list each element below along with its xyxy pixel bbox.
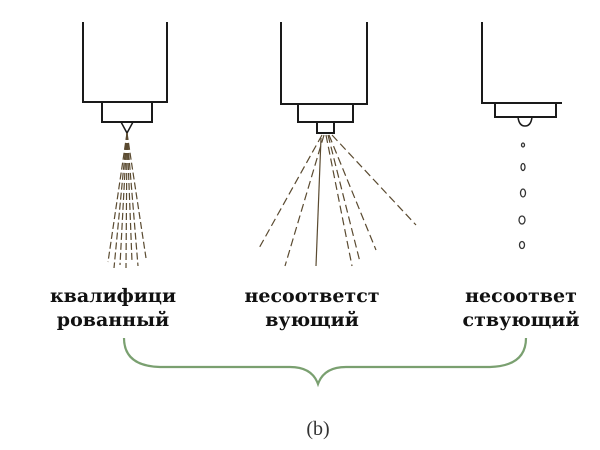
droplet xyxy=(518,215,526,225)
nozzle-body xyxy=(82,22,168,103)
label-nonconforming-drip: несоответ ствующий xyxy=(431,284,600,332)
nozzle-qualified xyxy=(82,22,168,135)
nozzle-tip xyxy=(494,103,557,118)
nozzle-orifice xyxy=(316,121,335,134)
nozzle-body xyxy=(481,22,562,104)
nozzle-tip xyxy=(101,101,153,123)
droplet xyxy=(520,142,526,148)
nozzle-orifice xyxy=(120,121,134,135)
label-line: ствующий xyxy=(462,309,580,331)
spray-fine-cone xyxy=(107,132,147,269)
droplet xyxy=(520,162,526,172)
label-nonconforming-scatter: несоответст вующий xyxy=(222,284,402,332)
label-line: рованный xyxy=(56,309,170,331)
nozzle-orifice xyxy=(517,116,533,127)
nozzle-nonconforming-drip xyxy=(481,22,562,127)
droplet xyxy=(519,188,527,198)
nozzle-nonconforming-scatter xyxy=(280,22,368,134)
figure-caption: (b) xyxy=(306,418,330,440)
label-line: несоответст xyxy=(244,285,380,307)
nozzle-body xyxy=(280,22,368,105)
droplet xyxy=(518,240,526,250)
label-line: несоответ xyxy=(465,285,577,307)
label-line: вующий xyxy=(265,309,359,331)
spray-wide-scatter xyxy=(257,134,417,267)
drips xyxy=(518,142,527,250)
label-line: квалифици xyxy=(49,285,177,307)
nozzle-tip xyxy=(297,103,354,123)
grouping-brace xyxy=(122,337,528,388)
label-qualified: квалифици рованный xyxy=(23,284,203,332)
